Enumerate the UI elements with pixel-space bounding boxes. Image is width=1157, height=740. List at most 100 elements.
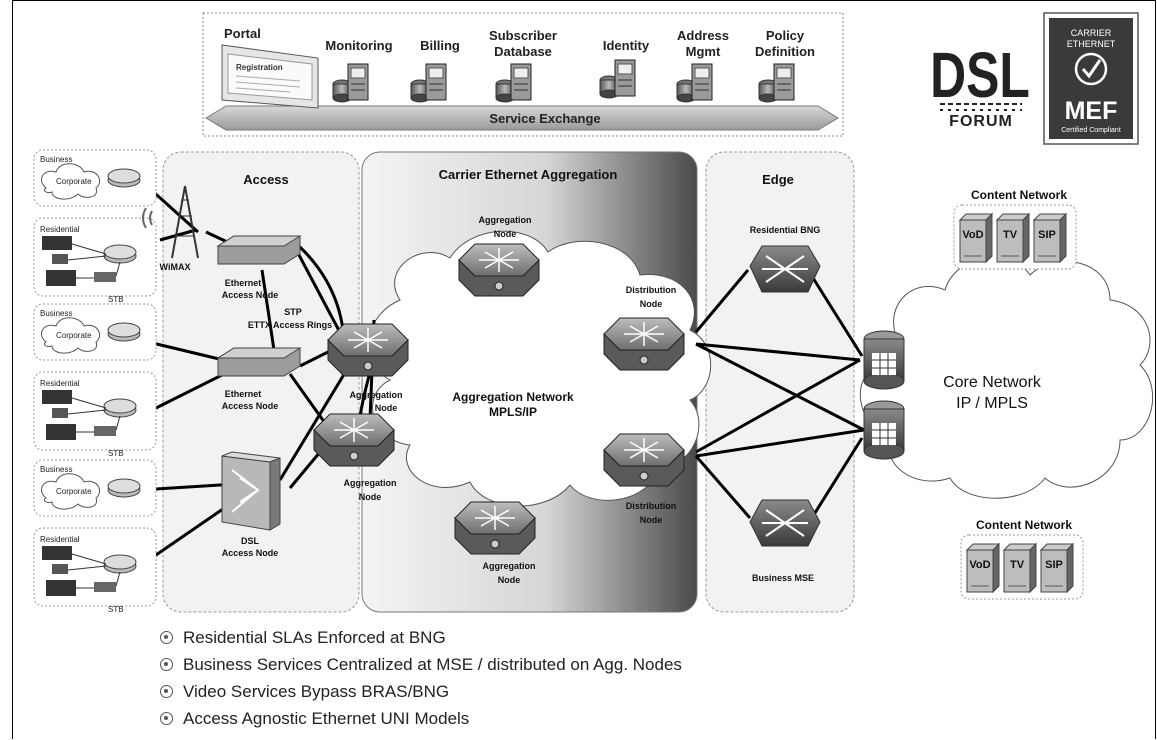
svg-text:Ethernet: Ethernet — [225, 278, 262, 288]
bullet-icon — [160, 631, 173, 644]
svg-text:SIP: SIP — [1045, 559, 1063, 571]
ethernet-access-node-1: Ethernet Access Node — [216, 235, 302, 300]
svg-text:Business: Business — [40, 155, 72, 164]
svg-text:TV: TV — [1010, 559, 1025, 571]
svg-text:FORUM: FORUM — [949, 113, 1013, 130]
policy-def-label-1: Policy — [766, 28, 805, 43]
svg-text:Corporate: Corporate — [56, 177, 92, 186]
pc-icon — [42, 390, 72, 404]
bullet-text: Video Services Bypass BRAS/BNG — [183, 682, 450, 701]
svg-text:STB: STB — [108, 295, 124, 304]
residential-bng: Residential BNG — [749, 225, 821, 293]
dsl-forum-logo: DSL FORUM — [930, 40, 1030, 130]
core-network-sublabel: IP / MPLS — [956, 395, 1028, 412]
stb-icon — [94, 272, 116, 282]
agg-node-bottom-label: Aggregation — [483, 561, 536, 571]
portal-label: Portal — [224, 26, 261, 41]
aggregation-node-top — [458, 243, 540, 297]
svg-text:Residential: Residential — [40, 535, 80, 544]
phone-icon — [52, 564, 68, 574]
phone-icon — [52, 254, 68, 264]
stp-label: STP — [284, 307, 302, 317]
svg-text:Residential BNG: Residential BNG — [750, 225, 821, 235]
stb-icon — [94, 426, 116, 436]
bullet-icon — [160, 712, 173, 725]
svg-text:Business MSE: Business MSE — [752, 573, 814, 583]
svg-text:STB: STB — [108, 605, 124, 614]
content-server-icon: SIP — [1039, 542, 1075, 594]
core-router-2 — [863, 400, 905, 460]
agg-node-left-sublabel: Node — [375, 403, 398, 413]
tv-icon — [46, 270, 76, 286]
svg-text:CARRIER: CARRIER — [1071, 28, 1112, 38]
server-icon — [410, 63, 447, 103]
server-icon — [332, 63, 369, 103]
portal-screen-icon: Registration — [221, 44, 319, 109]
agg-node-top-label: Aggregation — [479, 215, 532, 225]
agg-node-top-sublabel: Node — [494, 229, 517, 239]
dsl-access-node: DSL Access Node — [221, 451, 281, 558]
phone-icon — [52, 408, 68, 418]
aggregation-node-left — [327, 323, 409, 377]
svg-text:MEF: MEF — [1065, 97, 1118, 125]
agg-node-left-label: Aggregation — [350, 390, 403, 400]
dist-node-top-label: Distribution — [626, 285, 677, 295]
access-zone — [162, 151, 360, 613]
agg-node-mid-sublabel: Node — [359, 492, 382, 502]
aggregation-network-sublabel: MPLS/IP — [489, 405, 537, 419]
content-server-icon: VoD — [965, 542, 1001, 594]
checkmark-icon — [1074, 52, 1108, 86]
svg-text:ETHERNET: ETHERNET — [1067, 39, 1116, 49]
subscriber-db-label-2: Database — [494, 44, 552, 59]
service-exchange-label: Service Exchange — [489, 111, 600, 126]
bullet-item: Video Services Bypass BRAS/BNG — [160, 678, 682, 705]
content-network-bottom: Content Network VoD TV SIP — [960, 518, 1084, 600]
aggregation-network-label: Aggregation Network — [452, 390, 574, 404]
svg-text:Access Node: Access Node — [222, 401, 279, 411]
svg-text:Business: Business — [40, 309, 72, 318]
svg-text:Residential: Residential — [40, 379, 80, 388]
distribution-node-bottom — [603, 433, 685, 487]
content-server-icon: TV — [995, 212, 1031, 264]
content-server-icon: SIP — [1032, 212, 1068, 264]
aggregation-node-mid — [313, 413, 395, 467]
billing-label: Billing — [420, 38, 460, 53]
wimax-tower-icon: WiMAX — [142, 185, 199, 272]
customer-sites: BusinessCorporateResidentialSTBBusinessC… — [33, 149, 157, 614]
mef-certified-logo: CARRIER ETHERNET MEF Certified Compliant — [1043, 12, 1139, 145]
server-icon — [599, 59, 636, 99]
bullet-text: Business Services Centralized at MSE / d… — [183, 655, 682, 674]
address-mgmt-label-2: Mgmt — [686, 44, 721, 59]
access-zone-title: Access — [243, 172, 289, 187]
server-icon — [676, 63, 713, 103]
svg-text:Business: Business — [40, 465, 72, 474]
bullet-text: Residential SLAs Enforced at BNG — [183, 628, 446, 647]
bullet-item: Residential SLAs Enforced at BNG — [160, 624, 682, 651]
subscriber-db-label-1: Subscriber — [489, 28, 557, 43]
aggregation-zone-title: Carrier Ethernet Aggregation — [439, 167, 618, 182]
edge-zone-title: Edge — [762, 172, 794, 187]
agg-node-mid-label: Aggregation — [344, 478, 397, 488]
aggregation-node-bottom — [454, 501, 536, 555]
tv-icon — [46, 424, 76, 440]
business-mse: Business MSE — [749, 499, 821, 583]
svg-text:VoD: VoD — [969, 559, 990, 571]
ethernet-access-node-2: Ethernet Access Node — [216, 347, 302, 411]
bullet-item: Business Services Centralized at MSE / d… — [160, 651, 682, 678]
core-network-label: Core Network — [943, 374, 1042, 391]
corporate-cloud-icon — [41, 473, 100, 510]
service-exchange-arrow — [205, 105, 839, 131]
svg-text:Residential: Residential — [40, 225, 80, 234]
svg-text:Content Network: Content Network — [976, 518, 1072, 532]
svg-text:DSL: DSL — [930, 40, 1030, 111]
identity-label: Identity — [603, 38, 650, 53]
svg-text:DSL: DSL — [241, 536, 260, 546]
dist-node-bottom-label: Distribution — [626, 501, 677, 511]
ettx-label: ETTX Access Rings — [248, 320, 332, 330]
svg-text:Ethernet: Ethernet — [225, 389, 262, 399]
svg-text:STB: STB — [108, 449, 124, 458]
